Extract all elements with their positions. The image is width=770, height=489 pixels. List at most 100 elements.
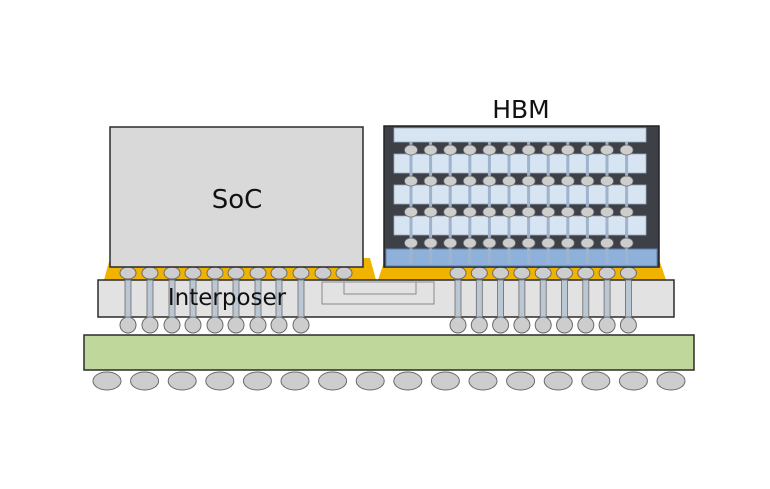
soc-microbump	[141, 266, 159, 280]
hbm-stack-bump	[482, 237, 497, 249]
package-ball	[355, 371, 385, 391]
hbm-stack-bump	[541, 237, 556, 249]
hbm-stack-bump	[541, 144, 556, 156]
hbm-microbump	[449, 266, 467, 280]
hbm-stack-bump	[580, 237, 595, 249]
hbm-microbump	[534, 266, 552, 280]
hbm-stack-bump	[560, 144, 575, 156]
c4-bump	[163, 316, 181, 334]
hbm-stack-bump	[580, 144, 595, 156]
hbm-tsv	[448, 142, 452, 264]
hbm-tsv	[546, 142, 550, 264]
c4-bump	[513, 316, 531, 334]
hbm-tsv	[487, 142, 491, 264]
c4-bump	[141, 316, 159, 334]
hbm-stack-bump	[462, 206, 477, 218]
hbm-stack-bump	[560, 237, 575, 249]
package-ball	[430, 371, 460, 391]
package-ball	[92, 371, 122, 391]
soc-microbump	[227, 266, 245, 280]
hbm-tsv	[468, 142, 472, 264]
hbm-tsv	[527, 142, 531, 264]
hbm-tsv	[409, 142, 413, 264]
c4-bump	[577, 316, 595, 334]
hbm-stack-bump	[404, 175, 418, 187]
hbm-stack-bump	[502, 206, 516, 218]
hbm-label: HBM	[492, 95, 550, 124]
interposer-tsv-group	[124, 279, 632, 325]
package-ball	[318, 371, 348, 391]
substrate-layer	[83, 334, 695, 371]
c4-bump	[206, 316, 224, 334]
hbm-dram-layer	[393, 184, 647, 205]
hbm-microbump	[598, 266, 616, 280]
c4-bump	[492, 316, 510, 334]
soc-microbump	[249, 266, 267, 280]
c4-bump	[227, 316, 245, 334]
hbm-stack-bump	[443, 237, 458, 249]
package-ball	[543, 371, 573, 391]
hbm-stack-bump	[619, 237, 634, 249]
hbm-stack-bump	[482, 206, 497, 218]
soc-microbump	[184, 266, 202, 280]
hbm-stack-bump	[541, 175, 556, 187]
hbm-stack-bump	[462, 175, 477, 187]
package-ball	[656, 371, 686, 391]
c4-bump	[619, 316, 637, 334]
package-ball	[393, 371, 423, 391]
hbm-tsv	[507, 142, 511, 264]
package-ball	[167, 371, 197, 391]
soc-microbump	[119, 266, 137, 280]
hbm-stack-bump	[521, 144, 536, 156]
hbm-microbump	[577, 266, 595, 280]
bump-group	[119, 266, 637, 334]
hbm-tsv	[585, 142, 589, 264]
c4-bump	[270, 316, 288, 334]
hbm-stack-bump	[521, 175, 536, 187]
hbm-microbump	[492, 266, 510, 280]
package-ball	[581, 371, 611, 391]
hbm-stack-bump	[443, 144, 458, 156]
package-ball	[618, 371, 648, 391]
package-ball	[242, 371, 272, 391]
hbm-stack-bump	[560, 206, 575, 218]
hbm-stack-bump	[600, 206, 614, 218]
hbm-stack-bump	[619, 175, 634, 187]
hbm-stack-bump	[600, 144, 614, 156]
hbm-stack-bump	[462, 144, 477, 156]
package-ball	[205, 371, 235, 391]
package-ball	[468, 371, 498, 391]
hbm-stack-bump	[580, 175, 595, 187]
hbm-tsv	[429, 142, 433, 264]
c4-bump	[470, 316, 488, 334]
hbm-stack-bump	[404, 206, 418, 218]
hbm-dram-layer	[393, 153, 647, 174]
soc-die	[109, 126, 364, 268]
c4-bump	[119, 316, 137, 334]
hbm-microbump	[556, 266, 573, 280]
hbm-tsv	[566, 142, 570, 264]
hbm-microbump	[513, 266, 531, 280]
hbm-tsv	[605, 142, 609, 264]
hbm-stack-bump	[541, 206, 556, 218]
package-ball	[506, 371, 536, 391]
c4-bump	[292, 316, 310, 334]
hbm-stack-bump	[443, 175, 458, 187]
c4-bump	[556, 316, 573, 334]
package-ball	[130, 371, 160, 391]
soc-group	[109, 126, 364, 268]
hbm-stack-bump	[423, 206, 438, 218]
hbm-microbump	[619, 266, 637, 280]
soc-microbump	[206, 266, 224, 280]
c4-bump	[598, 316, 616, 334]
soc-microbump	[163, 266, 181, 280]
interposer-label: Interposer	[168, 285, 287, 311]
hbm-stack-bump	[580, 206, 595, 218]
soc-microbump	[314, 266, 332, 280]
hbm-top-layer	[393, 127, 647, 143]
c4-bump	[184, 316, 202, 334]
hbm-stack-bump	[423, 144, 438, 156]
hbm-stack-bump	[600, 175, 614, 187]
hbm-stack-bump	[502, 237, 516, 249]
